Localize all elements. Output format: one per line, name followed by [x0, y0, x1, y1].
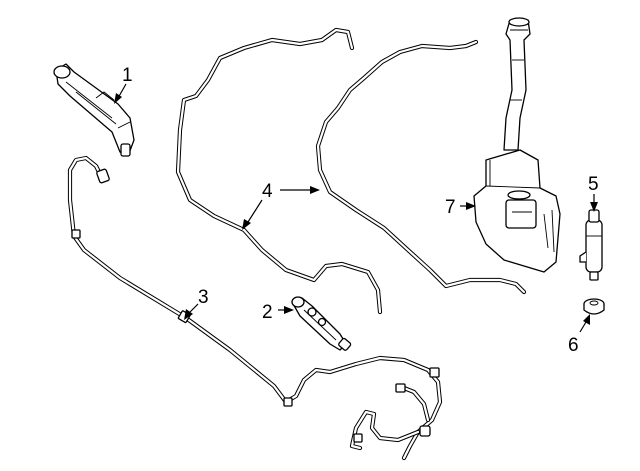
leader-2 [278, 306, 294, 314]
part-7-washer-reservoir [473, 17, 561, 273]
callout-1: 1 [122, 65, 133, 86]
callout-4: 4 [262, 181, 273, 202]
leader-5 [590, 194, 598, 212]
leader-7 [460, 202, 476, 210]
part-3-hose-assembly [67, 155, 443, 461]
leader-4 [242, 186, 320, 230]
leader-1 [114, 83, 127, 104]
callout-5: 5 [588, 174, 599, 195]
leader-6 [579, 314, 590, 333]
part-2-washer-nozzle [291, 296, 352, 351]
callout-6: 6 [568, 335, 579, 356]
part-4-hoses [175, 27, 527, 315]
part-1-washer-nozzle [53, 63, 135, 157]
callout-2: 2 [262, 302, 273, 323]
callout-3: 3 [198, 287, 209, 308]
part-5-washer-pump [579, 209, 603, 281]
callout-7: 7 [445, 197, 456, 218]
part-6-grommet [583, 298, 605, 315]
leader-3 [184, 303, 199, 320]
